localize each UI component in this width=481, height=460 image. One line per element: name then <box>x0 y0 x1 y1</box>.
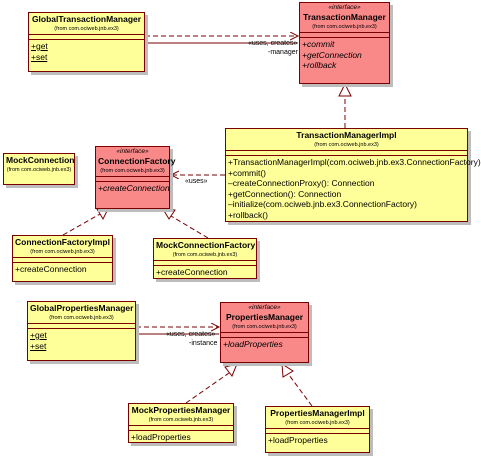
interface-connection-factory[interactable]: «interface» ConnectionFactory (from com.… <box>95 146 176 209</box>
realization-cfimpl-cf <box>62 213 101 236</box>
operation-rollback: +rollback() <box>228 209 268 220</box>
operation-commit: +commit() <box>228 167 267 178</box>
manager-role-label: -manager <box>268 49 298 56</box>
operation-constructor: +TransactionManagerImpl(com.ociweb.jnb.e… <box>228 157 481 167</box>
operation-get-connection: +getConnection <box>302 49 362 60</box>
realization-mockcf-cf <box>170 215 209 239</box>
operation-compartment: +loadProperties <box>221 337 308 351</box>
class-package: (from com.ociweb.jnb.ex3) <box>312 24 377 30</box>
operation-rollback: +rollback <box>302 60 337 70</box>
attribute-compartment <box>28 323 135 328</box>
operation-set: +set <box>31 51 48 62</box>
class-global-transaction-manager[interactable]: GlobalTransactionManager (from com.ociwe… <box>28 12 145 72</box>
class-mock-connection[interactable]: MockConnection (from com.ociweb.jnb.ex3) <box>3 153 75 185</box>
class-package: (from com.ociweb.jnb.ex3) <box>232 324 297 330</box>
class-name: ConnectionFactory <box>98 156 176 166</box>
class-name: GlobalPropertiesManager <box>30 303 134 313</box>
class-name: MockConnectionFactory <box>156 240 256 250</box>
realization-arrowhead-tm <box>338 82 352 97</box>
realization-arrowhead-cf-right <box>162 208 176 220</box>
uses-creates-label-top: «uses, creates» <box>248 40 298 47</box>
realization-arrowhead-pm-right <box>281 363 294 378</box>
operation-get-connection: +getConnection(): Connection <box>228 188 342 199</box>
operation-commit: +commit <box>302 39 335 49</box>
attribute-compartment <box>29 34 144 39</box>
class-name: PropertiesManagerImpl <box>270 408 365 418</box>
class-package: (from com.ociweb.jnb.ex3) <box>100 168 165 174</box>
class-package: (from com.ociweb.jnb.ex3) <box>285 420 350 426</box>
stereotype-label: «interface» <box>248 304 281 311</box>
operation-create-connection: +createConnection <box>15 264 87 274</box>
attribute-compartment <box>226 150 467 155</box>
class-name: GlobalTransactionManager <box>31 14 142 24</box>
class-mock-connection-factory[interactable]: MockConnectionFactory (from com.ociweb.j… <box>153 238 257 279</box>
attribute-compartment <box>266 428 369 433</box>
operation-load-properties: +loadProperties <box>131 432 191 442</box>
operation-set: +set <box>30 340 47 351</box>
operation-compartment: +loadProperties <box>129 430 233 444</box>
class-package: (from com.ociweb.jnb.ex3) <box>148 417 214 423</box>
operation-get: +get <box>30 330 47 340</box>
realization-mockpm-pm <box>185 372 230 404</box>
attribute-compartment <box>96 176 169 181</box>
operation-compartment: +createConnection <box>13 262 112 276</box>
class-mock-properties-manager[interactable]: MockPropertiesManager (from com.ociweb.j… <box>128 403 234 443</box>
stereotype-label: «interface» <box>328 4 361 11</box>
interface-transaction-manager[interactable]: «interface» TransactionManager (from com… <box>299 2 390 84</box>
attribute-compartment <box>154 260 256 265</box>
operation-load-properties: +loadProperties <box>268 435 328 445</box>
attribute-compartment <box>221 332 308 337</box>
operation-compartment: +TransactionManagerImpl(com.ociweb.jnb.e… <box>226 155 481 221</box>
class-properties-manager-impl[interactable]: PropertiesManagerImpl (from com.ociweb.j… <box>265 406 370 453</box>
class-name: MockPropertiesManager <box>131 405 231 415</box>
operation-create-connection: +createConnection <box>156 267 228 277</box>
class-package: (from com.ociweb.jnb.ex3) <box>30 249 95 255</box>
realization-pmimpl-pm <box>288 374 313 407</box>
class-transaction-manager-impl[interactable]: TransactionManagerImpl (from com.ociweb.… <box>225 128 481 222</box>
class-package: (from com.ociweb.jnb.ex3) <box>54 26 119 32</box>
realization-arrowhead-pm-left <box>224 363 238 377</box>
operation-create-connection: +createConnection <box>98 183 170 193</box>
operation-compartment: +loadProperties <box>266 433 369 447</box>
operation-compartment: +createConnection <box>96 181 170 195</box>
class-connection-factory-impl[interactable]: ConnectionFactoryImpl (from com.ociweb.j… <box>12 235 113 282</box>
attribute-compartment <box>129 425 233 430</box>
class-name: MockConnection <box>6 155 75 165</box>
attribute-compartment <box>300 32 389 37</box>
operation-initialize: –initialize(com.ociweb.jnb.ex3.Connectio… <box>228 199 417 209</box>
operation-create-connection-proxy: –createConnectionProxy(): Connection <box>228 178 375 188</box>
realization-arrowhead-cf-left <box>96 208 109 221</box>
class-name: TransactionManagerImpl <box>296 130 397 140</box>
instance-role-label: -instance <box>189 340 218 347</box>
operation-compartment: +get +set <box>28 328 135 352</box>
class-package: (from com.ociweb.jnb.ex3) <box>172 252 238 258</box>
class-name: PropertiesManager <box>226 312 303 322</box>
stereotype-label: «interface» <box>116 148 149 155</box>
class-global-properties-manager[interactable]: GlobalPropertiesManager (from com.ociweb… <box>27 301 136 361</box>
class-name: TransactionManager <box>303 12 386 22</box>
operation-compartment: +createConnection <box>154 265 256 279</box>
uses-creates-label-bottom: «uses, creates» <box>166 331 216 338</box>
class-package: (from com.ociweb.jnb.ex3) <box>49 315 114 321</box>
interface-properties-manager[interactable]: «interface» PropertiesManager (from com.… <box>220 302 309 363</box>
class-package: (from com.ociweb.jnb.ex3) <box>6 167 72 173</box>
attribute-compartment <box>13 257 112 262</box>
operation-load-properties: +loadProperties <box>223 339 283 349</box>
operation-compartment: +commit +getConnection +rollback <box>300 37 389 72</box>
uses-label-connection-factory: «uses» <box>185 178 208 185</box>
class-name: ConnectionFactoryImpl <box>15 237 110 247</box>
operation-get: +get <box>31 41 48 51</box>
operation-compartment: +get +set <box>29 39 144 63</box>
class-package: (from com.ociweb.jnb.ex3) <box>314 142 379 148</box>
